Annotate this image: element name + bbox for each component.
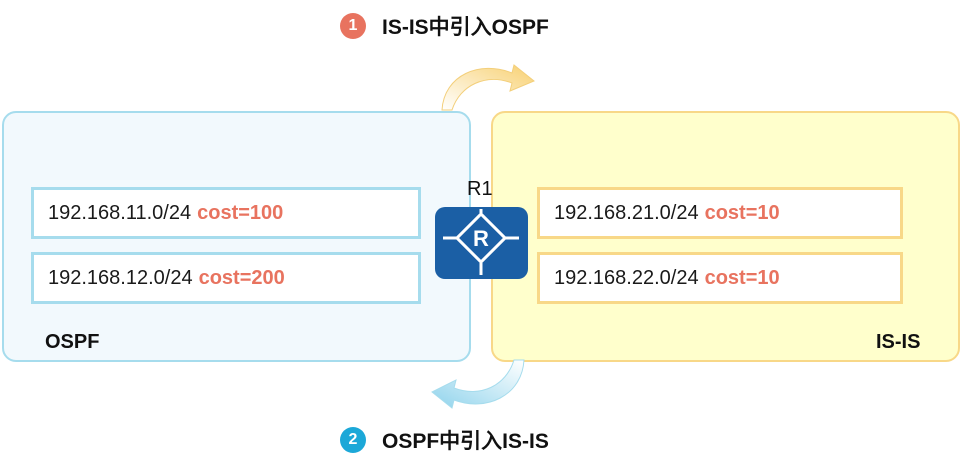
ospf-area-label: OSPF	[45, 331, 100, 353]
ospf-route-2: 192.168.12.0/24 cost=200	[31, 252, 421, 304]
route-cost: cost=10	[704, 266, 780, 289]
redistribute-arrow-ospf-to-isis	[441, 64, 535, 111]
route-cost: cost=10	[704, 201, 780, 224]
route-prefix: 192.168.11.0/24	[48, 201, 192, 224]
route-prefix: 192.168.12.0/24	[48, 266, 193, 289]
isis-area-label: IS-IS	[876, 331, 921, 353]
svg-text:R: R	[473, 226, 489, 251]
redistribute-arrow-isis-to-ospf	[431, 359, 525, 409]
step-2: 2 OSPF中引入IS-IS	[340, 425, 549, 455]
route-cost: cost=200	[198, 266, 285, 289]
step-2-label: OSPF中引入IS-IS	[382, 430, 549, 453]
route-prefix: 192.168.22.0/24	[554, 266, 699, 289]
router-name: R1	[467, 178, 493, 200]
isis-route-1: 192.168.21.0/24 cost=10	[537, 187, 903, 239]
router-icon: R	[435, 207, 528, 279]
step-1-label: IS-IS中引入OSPF	[382, 16, 549, 39]
step-2-badge: 2	[340, 427, 366, 453]
step-1-badge: 1	[340, 13, 366, 39]
step-1: 1 IS-IS中引入OSPF	[340, 11, 549, 41]
ospf-route-1: 192.168.11.0/24 cost=100	[31, 187, 421, 239]
route-prefix: 192.168.21.0/24	[554, 201, 699, 224]
route-cost: cost=100	[197, 201, 284, 224]
isis-route-2: 192.168.22.0/24 cost=10	[537, 252, 903, 304]
